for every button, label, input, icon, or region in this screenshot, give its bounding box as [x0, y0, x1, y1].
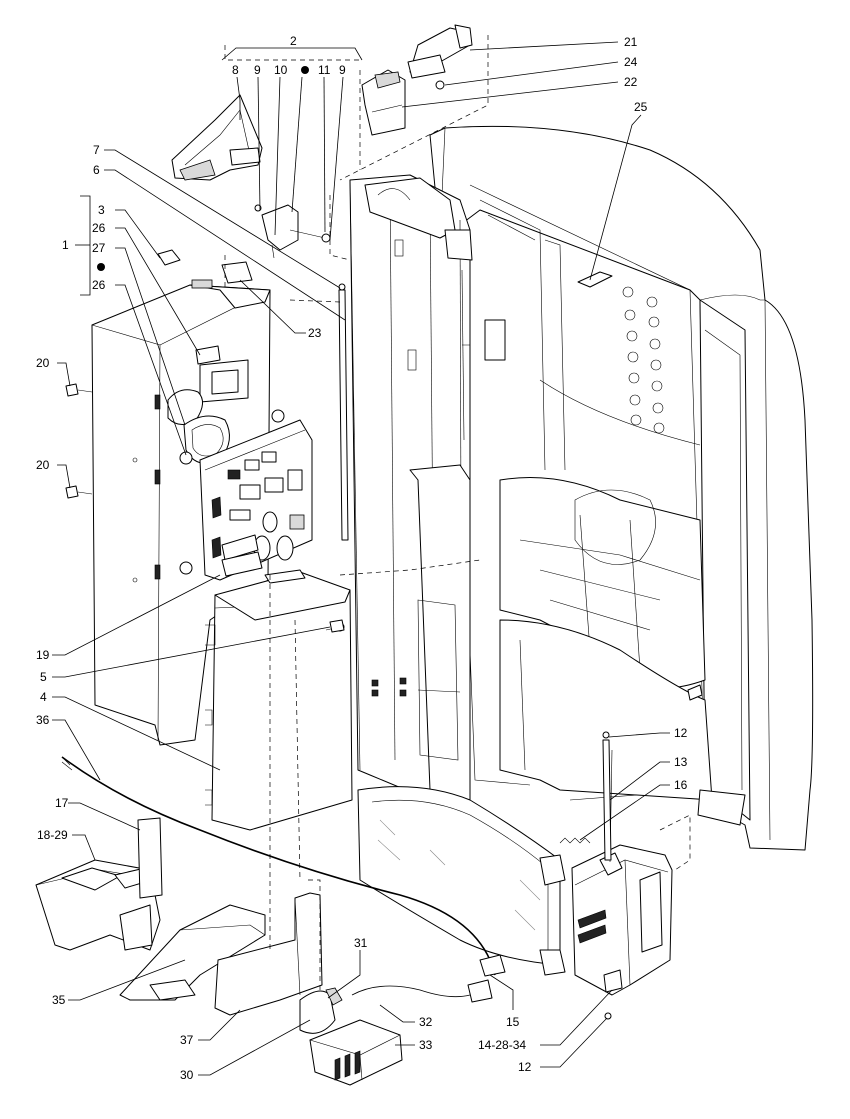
callout-22: 22: [624, 75, 638, 89]
callout-35: 35: [52, 993, 66, 1007]
callout-19: 19: [36, 648, 50, 662]
callout-31: 31: [354, 936, 368, 950]
callout-7: 7: [93, 143, 100, 157]
bracket-22: [361, 69, 406, 136]
callout-27: 27: [92, 241, 106, 255]
assembly-lines: [224, 35, 691, 990]
callout-36: 36: [36, 713, 50, 727]
wire-harness-32: [351, 979, 493, 1003]
rod-7: [338, 283, 349, 541]
lamp-holder-33: [309, 1019, 403, 1086]
callout-9: 9: [254, 63, 261, 77]
bracket-8: [171, 94, 263, 181]
callout-11: 11: [318, 63, 331, 77]
cable-clip: [577, 271, 613, 288]
callout-33: 33: [419, 1038, 433, 1052]
door-window-15: [357, 786, 566, 976]
callout-24: 24: [624, 55, 638, 69]
callout-25: 25: [634, 100, 648, 114]
main-column-frame: [349, 174, 506, 811]
chute-35: [119, 904, 266, 1001]
callout-12: 12: [674, 726, 688, 740]
callout-20: 20: [36, 356, 50, 370]
callout-14-28-34: 14-28-34: [478, 1038, 526, 1052]
tray-18-29: [35, 859, 161, 951]
callout-16: 16: [674, 778, 688, 792]
lamp-30-31: [299, 987, 343, 1034]
callout-1: 1: [62, 238, 69, 252]
callout-13: 13: [674, 755, 688, 769]
callout-8: 8: [232, 63, 239, 77]
callout-9-b: 9: [339, 63, 346, 77]
callout-32: 32: [419, 1015, 433, 1029]
rod-13: [602, 731, 612, 861]
callout-15: 15: [506, 1015, 520, 1029]
coin-box-14-28-34: [571, 749, 673, 1020]
callout-labels: 2 8 9 10 11 9 21 24 22 25 7 6 3 1 26 27 …: [36, 34, 688, 1082]
callout-37: 37: [180, 1033, 194, 1047]
spring-16: [559, 837, 591, 844]
callout-17: 17: [55, 796, 69, 810]
callout-30: 30: [180, 1068, 194, 1082]
control-box-cover: [91, 249, 271, 746]
lower-cover-4: [205, 569, 353, 831]
leader-lines: [52, 41, 670, 1076]
callout-5: 5: [40, 670, 47, 684]
callout-10: 10: [274, 63, 288, 77]
door-panel: [429, 125, 814, 851]
callout-26-b: 26: [92, 278, 106, 292]
callout-4: 4: [40, 690, 47, 704]
callout-26: 26: [92, 221, 106, 235]
screws: [65, 383, 345, 633]
bracket-23: [221, 261, 253, 284]
circuit-board: [179, 409, 313, 581]
callout-18-29: 18-29: [37, 828, 68, 842]
flap-17: [137, 817, 163, 899]
callout-2: 2: [290, 34, 297, 48]
callout-6: 6: [93, 163, 100, 177]
callout-12-b: 12: [518, 1060, 532, 1074]
connector-3: [157, 249, 181, 266]
bullet-dot-2: [301, 66, 309, 74]
callout-20-b: 20: [36, 458, 50, 472]
callout-21: 21: [624, 35, 638, 49]
selection-button-holes: [622, 286, 665, 434]
bracket-37: [214, 892, 323, 1016]
wire-harness-36: [61, 756, 506, 977]
callout-3: 3: [98, 203, 105, 217]
bullet-dot-27: [97, 263, 105, 271]
switch-assembly-2: [254, 204, 331, 259]
hinge-21: [407, 24, 473, 90]
callout-23: 23: [308, 326, 322, 340]
